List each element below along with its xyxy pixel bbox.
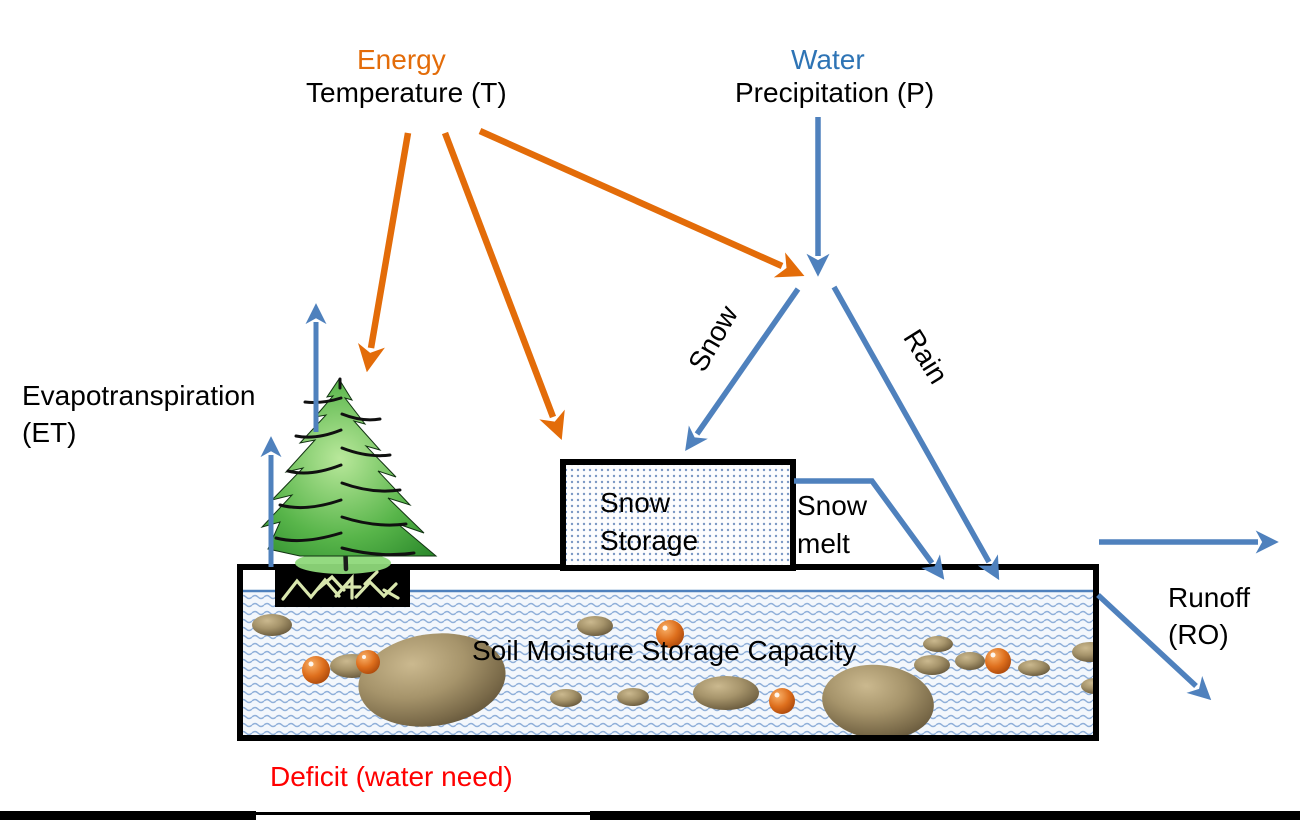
snow-melt-label-line1: Snow [797, 490, 868, 521]
temperature-label: Temperature (T) [306, 77, 507, 108]
soil-ball [985, 648, 1011, 674]
soil-ball [356, 650, 380, 674]
soil-ball-highlight [308, 661, 314, 667]
soil-capacity-label: Soil Moisture Storage Capacity [472, 635, 857, 666]
rock [1018, 660, 1050, 676]
rock [693, 676, 759, 710]
rock [914, 655, 950, 675]
water-heading: Water [791, 44, 865, 75]
evapotranspiration-label: Evapotranspiration [22, 380, 256, 411]
rock [617, 688, 649, 706]
runoff-label-line1: Runoff [1168, 582, 1250, 613]
tree-illustration [260, 377, 438, 574]
bottom-border-left [0, 811, 256, 820]
rock [577, 616, 613, 636]
rock [1072, 642, 1093, 662]
rock [923, 636, 953, 652]
runoff-arrow-diagonal [1096, 592, 1212, 701]
soil-ball-highlight [990, 652, 996, 658]
rock-large [358, 633, 506, 727]
rock [1081, 678, 1093, 694]
snow-arrow [685, 287, 801, 452]
soil-ball [769, 688, 795, 714]
soil-ball-highlight [662, 625, 668, 631]
soil-ball-highlight [362, 655, 366, 659]
precipitation-label: Precipitation (P) [735, 77, 935, 108]
energy-arrow-to-junction [478, 128, 805, 278]
bottom-border-middle [256, 812, 590, 815]
snow-storage-label-line2: Storage [600, 525, 699, 556]
deficit-label: Deficit (water need) [270, 761, 513, 792]
snow-storage-box [560, 459, 796, 571]
rock [550, 689, 582, 707]
snowmelt-arrow [794, 478, 945, 580]
rock [252, 614, 292, 636]
snow-melt-label-line2: melt [797, 528, 850, 559]
rain-arrow [831, 285, 1000, 581]
roots-pattern [281, 570, 400, 601]
runoff-label-line2: (RO) [1168, 619, 1229, 650]
rock [955, 652, 985, 670]
soil-contents [252, 614, 1093, 735]
snow-storage-label-line1: Snow [600, 487, 671, 518]
evapotranspiration-abbrev: (ET) [22, 417, 77, 448]
rock-large [822, 664, 934, 735]
energy-arrow-to-snowpack [441, 131, 565, 440]
energy-arrow-to-tree [358, 132, 412, 373]
soil-ball-highlight [774, 692, 780, 698]
soil-ball [302, 656, 330, 684]
energy-heading: Energy [357, 44, 446, 75]
bottom-border-right [590, 811, 1300, 820]
